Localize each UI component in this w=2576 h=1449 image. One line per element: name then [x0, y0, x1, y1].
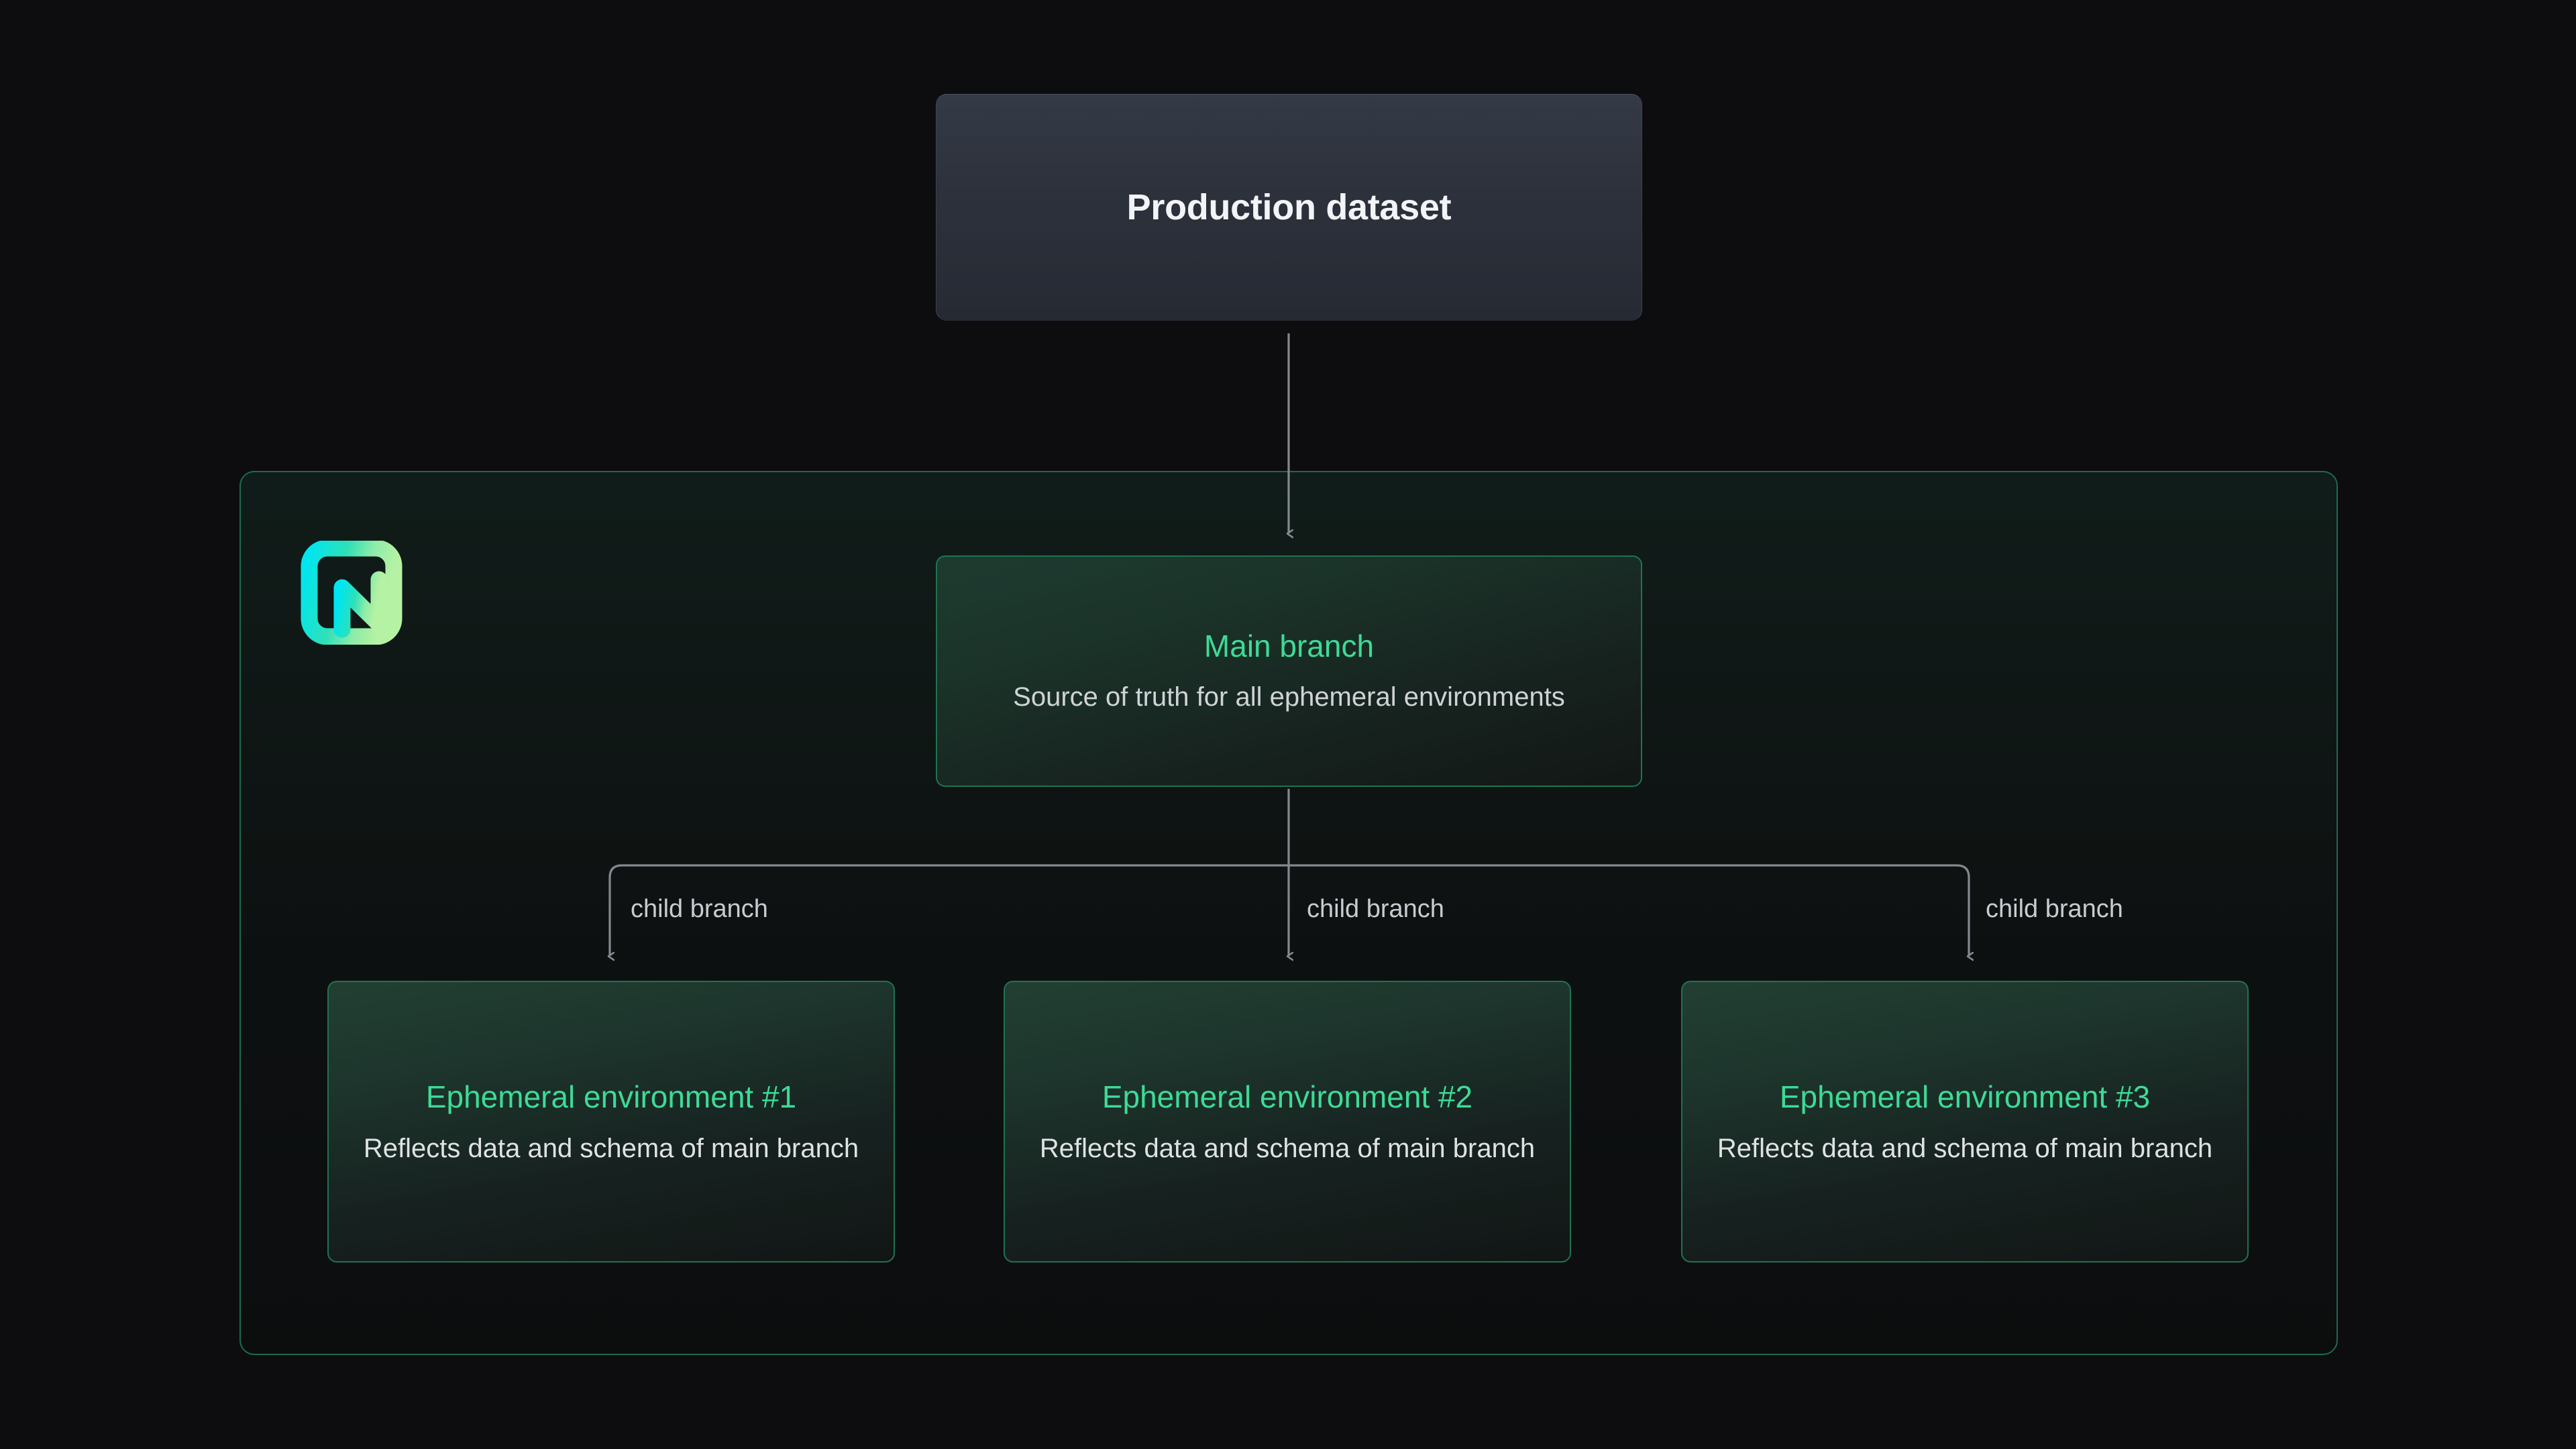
child-branch-label-3: child branch	[1986, 895, 2123, 923]
main-branch-card: Main branch Source of truth for all ephe…	[936, 555, 1642, 787]
child-branch-label-2: child branch	[1307, 895, 1444, 923]
ephemeral-environment-title-3: Ephemeral environment #3	[1779, 1079, 2151, 1114]
main-branch-title: Main branch	[1203, 628, 1375, 663]
ephemeral-environment-card-3: Ephemeral environment #3 Reflects data a…	[1681, 981, 2249, 1263]
ephemeral-environment-title-2: Ephemeral environment #2	[1102, 1079, 1473, 1114]
ephemeral-environment-title-1: Ephemeral environment #1	[425, 1079, 797, 1114]
production-dataset-card: Production dataset	[936, 94, 1642, 321]
neon-logo-icon	[301, 539, 402, 645]
ephemeral-environment-description-1: Reflects data and schema of main branch	[363, 1133, 859, 1163]
ephemeral-environment-description-2: Reflects data and schema of main branch	[1039, 1133, 1536, 1163]
ephemeral-environment-description-3: Reflects data and schema of main branch	[1717, 1133, 2213, 1163]
child-branch-label-1: child branch	[631, 895, 768, 923]
ephemeral-environment-card-2: Ephemeral environment #2 Reflects data a…	[1004, 981, 1571, 1263]
ephemeral-environment-card-1: Ephemeral environment #1 Reflects data a…	[327, 981, 895, 1263]
main-branch-description: Source of truth for all ephemeral enviro…	[1013, 682, 1565, 712]
production-dataset-title: Production dataset	[1126, 187, 1452, 227]
